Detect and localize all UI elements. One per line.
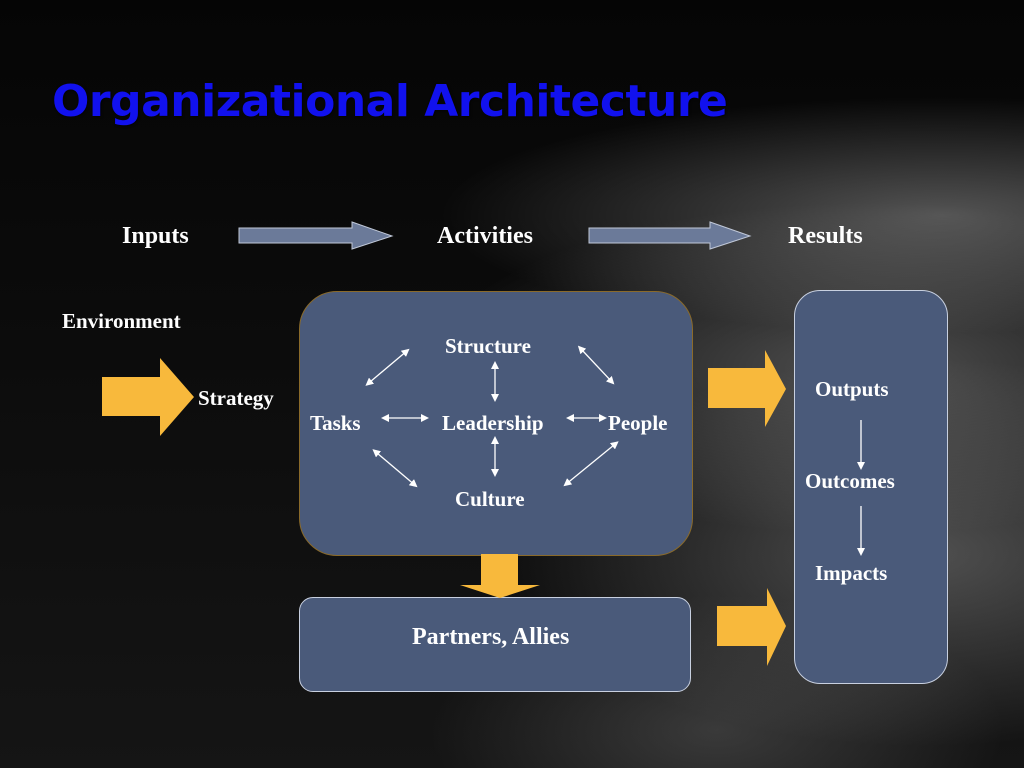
- partners-box: [299, 597, 691, 692]
- structure-people-arrow: [577, 345, 615, 385]
- partners-label: Partners, Allies: [412, 624, 570, 650]
- inputs-label: Inputs: [122, 223, 189, 249]
- inputs-to-activities-arrow: [238, 221, 394, 250]
- activities-to-partners-arrow: [460, 554, 540, 598]
- activities-to-results-block-arrow: [708, 350, 786, 427]
- slide-title: Organizational Architecture: [52, 76, 728, 127]
- structure-tasks-arrow: [365, 348, 410, 386]
- results-box: [794, 290, 948, 684]
- results-label: Results: [788, 223, 863, 249]
- outputs-label: Outputs: [815, 377, 889, 401]
- leadership-label: Leadership: [442, 411, 544, 435]
- strategy-label: Strategy: [198, 386, 274, 410]
- culture-label: Culture: [455, 487, 525, 511]
- partners-to-results-arrow: [717, 588, 786, 666]
- environment-label: Environment: [62, 309, 181, 333]
- people-label: People: [608, 411, 668, 435]
- activities-to-results-arrow: [588, 221, 752, 250]
- tasks-culture-arrow: [372, 449, 418, 488]
- activities-label: Activities: [437, 223, 533, 249]
- activities-box: [299, 291, 693, 556]
- outcomes-label: Outcomes: [805, 469, 895, 493]
- structure-label: Structure: [445, 334, 531, 358]
- people-culture-arrow: [563, 441, 619, 487]
- environment-arrow: [102, 358, 194, 436]
- tasks-label: Tasks: [310, 411, 361, 435]
- impacts-label: Impacts: [815, 561, 888, 585]
